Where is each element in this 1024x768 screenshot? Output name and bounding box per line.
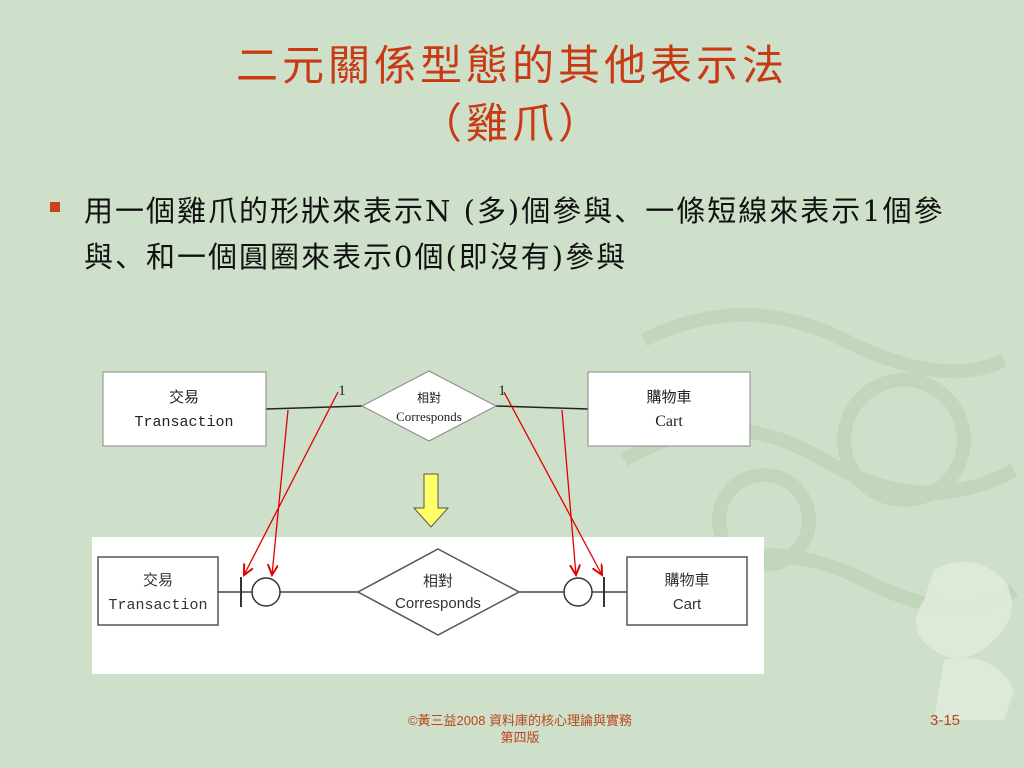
- bottom-entity-cart-zh: 購物車: [664, 571, 709, 589]
- footer-line2: 第四版: [500, 730, 540, 745]
- footer-copyright: ©黃三益2008 資料庫的核心理論與實務 第四版: [330, 712, 710, 746]
- top-entity-transaction-en: Transaction: [134, 414, 233, 431]
- arrow-card1-to-bar-left: [244, 391, 339, 575]
- arrow-card1-to-bar-right: [503, 391, 602, 575]
- bottom-entity-cart-en: Cart: [673, 596, 702, 613]
- cardinality-left: 1: [338, 383, 346, 399]
- page-number: 3-15: [930, 712, 961, 729]
- top-entity-cart-zh: 購物車: [646, 388, 691, 406]
- top-entity-transaction-zh: 交易: [169, 388, 199, 406]
- bullet-text: 用一個雞爪的形狀來表示N (多)個參與、一條短線來表示1個參與、和一個圓圈來表示…: [84, 194, 945, 274]
- cardinality-right: 1: [498, 383, 506, 399]
- top-entity-cart: 購物車 Cart: [587, 371, 751, 447]
- top-relationship-corresponds: 相對 Corresponds: [360, 370, 498, 442]
- footer-line1: ©黃三益2008 資料庫的核心理論與實務: [407, 713, 633, 728]
- top-relationship-en: Corresponds: [396, 409, 462, 424]
- slide-title: 二元關係型態的其他表示法: [235, 41, 788, 90]
- bullet-icon: [50, 202, 60, 212]
- red-arrows: [244, 391, 602, 575]
- zero-circle-left-icon: [251, 577, 281, 607]
- bottom-entity-transaction-en: Transaction: [108, 597, 207, 614]
- arrow-line-to-circle-left: [272, 409, 289, 575]
- top-connector-left: [265, 405, 363, 410]
- bottom-relationship-corresponds: 相對 Corresponds: [356, 548, 521, 636]
- arrow-line-to-circle-right: [561, 409, 576, 575]
- down-arrow-icon: [412, 473, 450, 528]
- bottom-entity-transaction-zh: 交易: [143, 571, 173, 589]
- top-entity-transaction: 交易 Transaction: [102, 371, 267, 447]
- bottom-relationship-en: Corresponds: [395, 595, 481, 612]
- slide-subtitle: （雞爪）: [419, 99, 604, 148]
- bottom-relationship-zh: 相對: [423, 572, 453, 590]
- top-entity-cart-en: Cart: [655, 413, 683, 430]
- bottom-entity-transaction: 交易 Transaction: [97, 556, 219, 626]
- top-connector-right: [495, 405, 589, 410]
- zero-circle-right-icon: [563, 577, 593, 607]
- top-relationship-zh: 相對: [417, 391, 441, 405]
- bottom-entity-cart: 購物車 Cart: [626, 556, 748, 626]
